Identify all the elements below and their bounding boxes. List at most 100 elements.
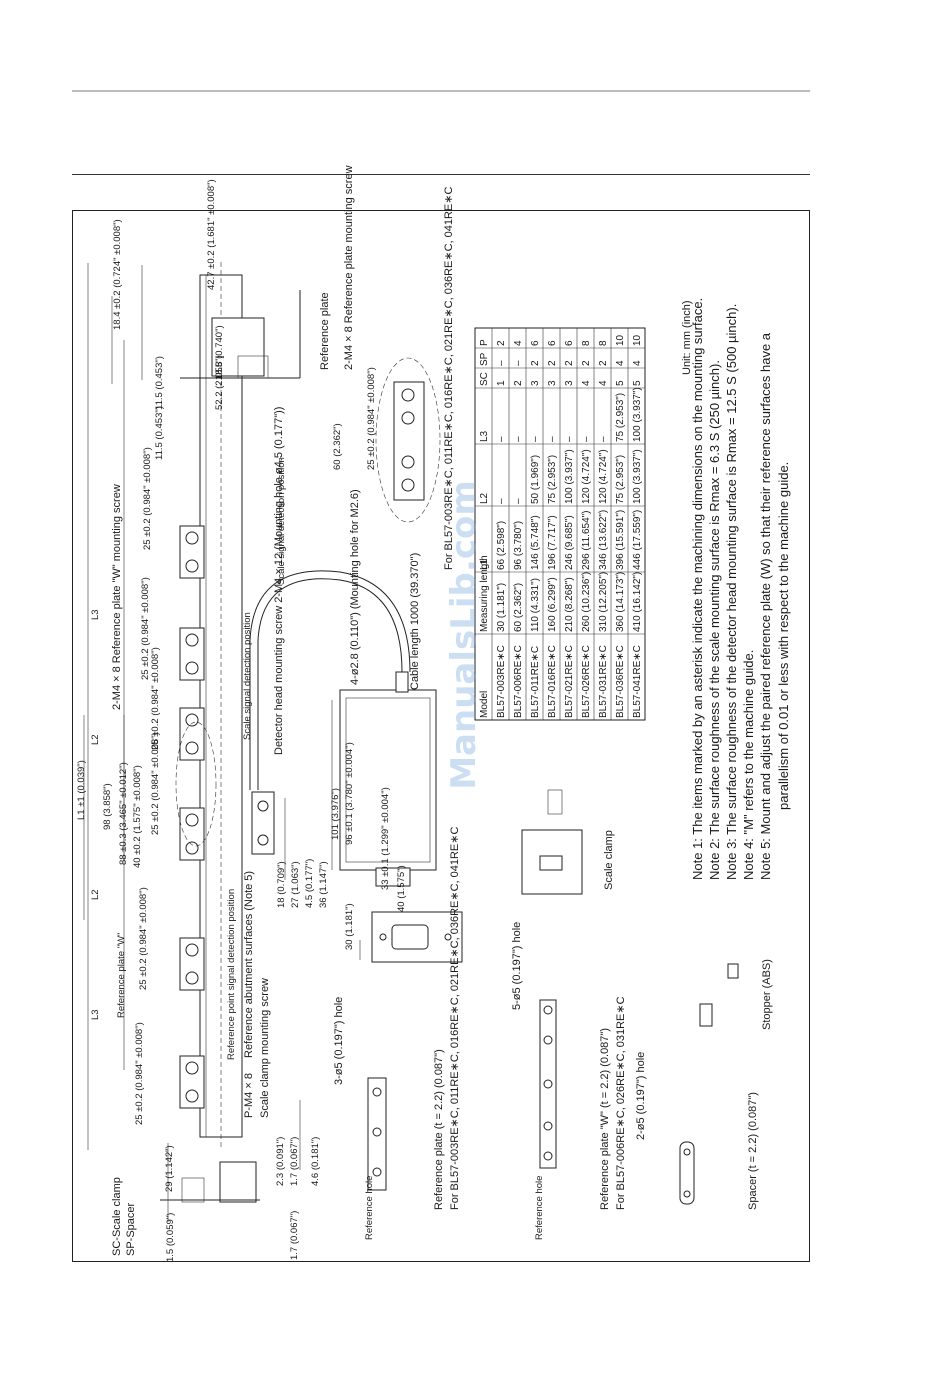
note-line: Note 1: The items marked by an asterisk … bbox=[690, 298, 705, 880]
detector-head bbox=[249, 570, 437, 887]
m2-hole-label: 4-ø2.8 (0.110") (Mounting hole for M2.6) bbox=[349, 489, 361, 685]
dim-25-center: 25 ±0.2 (0.984" ±0.008") bbox=[150, 732, 161, 835]
table-cell: BL57-026RE∗C bbox=[581, 645, 592, 718]
dim-11-5-top: 11.5 (0.453") bbox=[154, 406, 165, 460]
dim-98: 98 (3.858") bbox=[102, 783, 113, 830]
dim-4-6: 4.6 (0.181") bbox=[310, 1137, 321, 1186]
note-line: Note 4: "M" refers to the machine guide. bbox=[741, 650, 756, 880]
dim-25-upper: 25 ±0.2 (0.984" ±0.008") bbox=[140, 577, 151, 680]
dim-36: 36 (1.147") bbox=[318, 861, 329, 908]
table-cell: 2 bbox=[564, 360, 575, 366]
left-end-section bbox=[160, 1161, 260, 1203]
table-cell: 4 bbox=[513, 340, 524, 346]
table-cell: 5 bbox=[615, 380, 626, 386]
table-cell: 2 bbox=[513, 380, 524, 386]
table-cell: – bbox=[530, 436, 541, 442]
dim-27: 27 (1.063") bbox=[290, 861, 301, 908]
ref-plate-w-22-label: Reference plate "W" (t = 2.2) (0.087") bbox=[599, 1028, 611, 1210]
l3-left: L3 bbox=[90, 1009, 101, 1020]
table-header-cell: L3 bbox=[479, 430, 490, 442]
l3-right: L3 bbox=[90, 609, 101, 620]
table-header-cell: Model bbox=[479, 691, 490, 718]
table-cell: 2 bbox=[547, 360, 558, 366]
table-cell: 3 bbox=[547, 380, 558, 386]
section-rule bbox=[72, 174, 810, 175]
scale-clamp-2 bbox=[179, 937, 205, 991]
table-header-cell: SP bbox=[479, 352, 490, 366]
ref-plate-w-for-label: For BL57-006RE∗C, 026RE∗C, 031RE∗C bbox=[615, 996, 627, 1210]
l2-left: L2 bbox=[90, 889, 101, 900]
stopper-label: Stopper (ABS) bbox=[761, 959, 773, 1030]
dim-25-right: 25 ±0.2 (0.984" ±0.008") bbox=[366, 367, 377, 470]
table-cell: 100 (3.937") bbox=[632, 387, 643, 442]
table-cell: 6 bbox=[564, 340, 575, 346]
table-header-cell: Measuring length bbox=[479, 555, 490, 632]
table-cell: 446 (17.559") bbox=[632, 510, 643, 570]
table-cell: 10 bbox=[615, 334, 626, 346]
table-cell: 2 bbox=[598, 360, 609, 366]
dim-11-5-top2: 11.5 (0.453") bbox=[154, 356, 165, 410]
note-line: Note 2: The surface roughness of the sca… bbox=[707, 360, 722, 880]
ref-plate-for-label: For BL57-003RE∗C, 011RE∗C, 016RE∗C, 021R… bbox=[449, 827, 461, 1210]
scale-clamp-4 bbox=[179, 707, 205, 761]
table-cell: 6 bbox=[530, 340, 541, 346]
table-cell: 346 (13.622") bbox=[598, 510, 609, 570]
table-cell: – bbox=[564, 436, 575, 442]
table-cell: – bbox=[496, 436, 507, 442]
scale-body bbox=[199, 262, 243, 1150]
table-cell: 3 bbox=[564, 380, 575, 386]
dim-29: 29 (1.142") bbox=[164, 1145, 175, 1192]
note-line: Note 3: The surface roughness of the det… bbox=[724, 304, 739, 880]
table-cell: 5 bbox=[632, 380, 643, 386]
table-cell: 4 bbox=[581, 380, 592, 386]
spacer-label: Spacer (t = 2.2) (0.087") bbox=[747, 1092, 759, 1210]
ref-hole-bottom: Reference hole bbox=[534, 1176, 545, 1240]
table-cell: – bbox=[513, 436, 524, 442]
table-cell: 160 (6.299") bbox=[547, 577, 558, 632]
table-cell: 100 (3.937") bbox=[632, 449, 643, 504]
p-m4x8-label: P-M4 × 8 bbox=[243, 1073, 255, 1118]
table-cell: 396 (15.591") bbox=[615, 510, 626, 570]
notes: Note 1: The items marked by an asterisk … bbox=[690, 298, 791, 880]
table-header-cell: SC bbox=[479, 372, 490, 386]
table-cell: – bbox=[513, 360, 524, 366]
dim-4-5: 4.5 (0.177") bbox=[304, 859, 315, 908]
table-cell: – bbox=[598, 436, 609, 442]
hole-2-label: 2-ø5 (0.197") hole bbox=[635, 1052, 647, 1140]
table-cell: 10 bbox=[632, 334, 643, 346]
table-cell: BL57-041RE∗C bbox=[632, 645, 643, 718]
table-header-cell: P bbox=[479, 339, 490, 346]
dim-33: 33 ±0.1 (1.299" ±0.004") bbox=[380, 787, 391, 890]
dim-18-4: 18.4 ±0.2 (0.724" ±0.008") bbox=[112, 219, 123, 330]
ref-plate-w-label: Reference plate "W" bbox=[116, 933, 127, 1018]
m4x8-ref-w-label: 2-M4 × 8 Reference plate "W" mounting sc… bbox=[111, 484, 123, 710]
table-cell: BL57-036RE∗C bbox=[615, 645, 626, 718]
scale-clamp-3 bbox=[179, 807, 205, 861]
dim-88: 88 ±0.3 (3.465" ±0.012") bbox=[118, 762, 129, 865]
dim-1-7: 1.7 (0.067") bbox=[289, 1137, 300, 1186]
dim-42-7: 42.7 ±0.2 (1.681" ±0.008") bbox=[206, 179, 217, 290]
dim-30: 30 (1.181") bbox=[344, 903, 355, 950]
right-end-section bbox=[180, 290, 301, 379]
table-cell: 4 bbox=[615, 360, 626, 366]
for-models-right-label: For BL57-003RE∗C, 011RE∗C, 016RE∗C, 021R… bbox=[443, 187, 455, 570]
table-cell: 60 (2.362") bbox=[513, 583, 524, 632]
m4x8-ref-right-label: 2-M4 × 8 Reference plate mounting screw bbox=[343, 165, 355, 370]
reference-plate-detail bbox=[375, 357, 441, 523]
table-cell: 100 (3.937") bbox=[564, 449, 575, 504]
header-rule bbox=[72, 90, 810, 92]
table-cell: 30 (1.181") bbox=[496, 583, 507, 632]
table-header-cell: L2 bbox=[479, 492, 490, 504]
dim-25-left: 25 ±0.2 (0.984" ±0.008") bbox=[134, 1022, 145, 1125]
scale-clamp-screw-label: Scale clamp mounting screw bbox=[259, 978, 271, 1118]
dim-25-center2: 25 ±0.2 (0.984" ±0.008") bbox=[150, 647, 161, 750]
connector-view bbox=[371, 911, 463, 963]
scale-signal-pos-label-2: Scale signal detection position bbox=[276, 457, 287, 585]
table-cell: 260 (10.236") bbox=[581, 572, 592, 632]
scale-clamp-detail bbox=[521, 789, 583, 895]
table-cell: 120 (4.724") bbox=[598, 449, 609, 504]
table-cell: – bbox=[581, 436, 592, 442]
table-cell: 75 (2.953") bbox=[615, 393, 626, 442]
